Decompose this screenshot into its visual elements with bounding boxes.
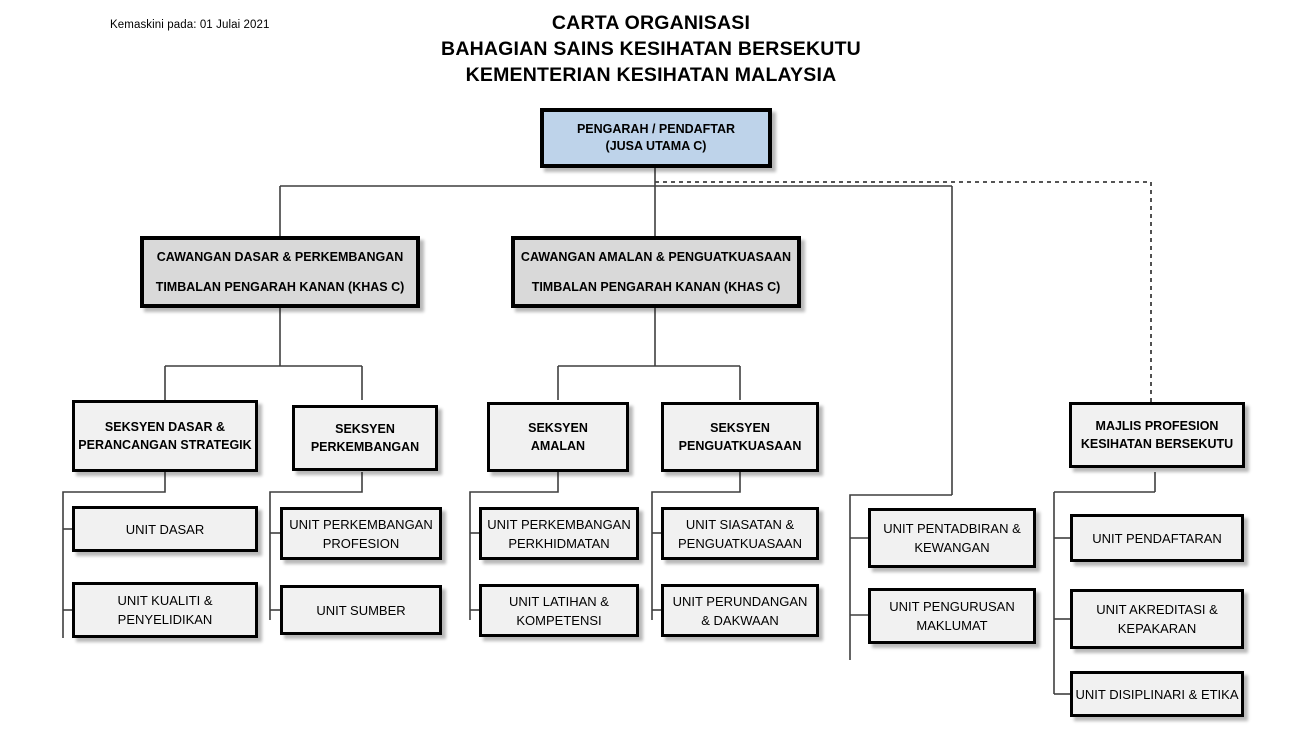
node-unit-dasar[interactable]: UNIT DASAR: [72, 506, 258, 552]
node-unit-pentadbiran-line2: KEWANGAN: [914, 540, 990, 555]
node-unit-kualiti-line1: UNIT KUALITI &: [117, 593, 213, 608]
node-unit-pengurusan[interactable]: UNIT PENGURUSAN MAKLUMAT: [868, 588, 1036, 644]
node-unit-pendaftaran[interactable]: UNIT PENDAFTARAN: [1070, 514, 1244, 562]
node-unit-siasatan[interactable]: UNIT SIASATAN & PENGUATKUASAAN: [661, 507, 819, 560]
node-unit-pendaftaran-line1: UNIT PENDAFTARAN: [1092, 530, 1222, 546]
title-line-1: CARTA ORGANISASI: [551, 12, 751, 34]
node-section-development[interactable]: SEKSYEN PERKEMBANGAN: [292, 405, 438, 471]
node-section-practice-line2: AMALAN: [530, 439, 586, 453]
node-unit-siasatan-line2: PENGUATKUASAAN: [677, 535, 802, 551]
last-updated-label: Kemaskini pada: 01 Julai 2021: [110, 19, 270, 31]
node-section-policy[interactable]: SEKSYEN DASAR & PERANCANGAN STRATEGIK: [72, 400, 258, 472]
node-branch-policy[interactable]: CAWANGAN DASAR & PERKEMBANGAN TIMBALAN P…: [140, 236, 420, 308]
node-unit-perkembangan-perkhidmatan-line2: PERKHIDMATAN: [508, 535, 610, 551]
node-unit-dasar-line1: UNIT DASAR: [125, 521, 205, 537]
page-title: CARTA ORGANISASI BAHAGIAN SAINS KESIHATA…: [0, 10, 1302, 88]
node-section-policy-line1: SEKSYEN DASAR &: [104, 420, 226, 434]
node-unit-perkembangan-profesion-line1: UNIT PERKEMBANGAN: [289, 516, 433, 532]
node-branch-policy-line1: CAWANGAN DASAR & PERKEMBANGAN: [156, 250, 404, 264]
node-branch-policy-line2: TIMBALAN PENGARAH KANAN (KHAS C): [155, 280, 405, 294]
node-unit-perkembangan-perkhidmatan-line1: UNIT PERKEMBANGAN: [487, 516, 631, 532]
node-unit-latihan-line1: UNIT LATIHAN &: [509, 593, 609, 609]
node-unit-latihan-line2: KOMPETENSI: [516, 612, 602, 628]
node-unit-akreditasi-line1: UNIT AKREDITASI &: [1096, 602, 1218, 617]
node-council-line1: MAJLIS PROFESION: [1095, 419, 1219, 433]
node-unit-pentadbiran[interactable]: UNIT PENTADBIRAN & KEWANGAN: [868, 508, 1036, 568]
node-section-enforcement-line1: SEKSYEN: [710, 421, 770, 435]
node-unit-perkembangan-profesion-line2: PROFESION: [322, 535, 400, 551]
node-unit-perundangan-line2: & DAKWAAN: [701, 612, 779, 628]
node-section-practice-line1: SEKSYEN: [528, 421, 588, 435]
node-council[interactable]: MAJLIS PROFESION KESIHATAN BERSEKUTU: [1069, 402, 1245, 468]
title-line-3: KEMENTERIAN KESIHATAN MALAYSIA: [465, 64, 837, 86]
title-line-2: BAHAGIAN SAINS KESIHATAN BERSEKUTU: [441, 38, 861, 60]
node-unit-akreditasi-line2: KEPAKARAN: [1117, 621, 1197, 636]
node-unit-latihan[interactable]: UNIT LATIHAN & KOMPETENSI: [479, 584, 639, 637]
node-section-development-line2: PERKEMBANGAN: [310, 440, 420, 454]
node-unit-perkembangan-perkhidmatan[interactable]: UNIT PERKEMBANGAN PERKHIDMATAN: [479, 507, 639, 560]
node-unit-disiplinari[interactable]: UNIT DISIPLINARI & ETIKA: [1070, 671, 1244, 717]
node-section-enforcement-line2: PENGUATKUASAAN: [678, 439, 802, 453]
node-unit-sumber-line1: UNIT SUMBER: [316, 602, 406, 618]
node-unit-perundangan-line1: UNIT PERUNDANGAN: [672, 593, 808, 609]
node-unit-perundangan[interactable]: UNIT PERUNDANGAN & DAKWAAN: [661, 584, 819, 637]
node-unit-akreditasi[interactable]: UNIT AKREDITASI & KEPAKARAN: [1070, 589, 1244, 649]
node-director[interactable]: PENGARAH / PENDAFTAR (JUSA UTAMA C): [540, 108, 772, 168]
node-section-enforcement[interactable]: SEKSYEN PENGUATKUASAAN: [661, 402, 819, 472]
node-council-line2: KESIHATAN BERSEKUTU: [1080, 437, 1234, 451]
node-branch-practice[interactable]: CAWANGAN AMALAN & PENGUATKUASAAN TIMBALA…: [511, 236, 801, 308]
node-section-practice[interactable]: SEKSYEN AMALAN: [487, 402, 629, 472]
node-branch-practice-line1: CAWANGAN AMALAN & PENGUATKUASAAN: [520, 250, 792, 264]
node-unit-disiplinari-line1: UNIT DISIPLINARI & ETIKA: [1075, 686, 1239, 702]
node-section-policy-line2: PERANCANGAN STRATEGIK: [78, 438, 252, 452]
node-unit-kualiti-line2: PENYELIDIKAN: [117, 612, 213, 627]
node-unit-pentadbiran-line1: UNIT PENTADBIRAN &: [883, 521, 1021, 536]
node-unit-siasatan-line1: UNIT SIASATAN &: [685, 516, 795, 532]
node-unit-pengurusan-line2: MAKLUMAT: [916, 618, 988, 633]
node-director-line2: (JUSA UTAMA C): [605, 139, 707, 153]
node-director-line1: PENGARAH / PENDAFTAR: [576, 122, 736, 136]
node-branch-practice-line2: TIMBALAN PENGARAH KANAN (KHAS C): [531, 280, 781, 294]
node-unit-perkembangan-profesion[interactable]: UNIT PERKEMBANGAN PROFESION: [280, 507, 442, 560]
node-section-development-line1: SEKSYEN: [335, 422, 395, 436]
node-unit-kualiti[interactable]: UNIT KUALITI & PENYELIDIKAN: [72, 582, 258, 638]
node-unit-sumber[interactable]: UNIT SUMBER: [280, 585, 442, 635]
node-unit-pengurusan-line1: UNIT PENGURUSAN: [889, 599, 1015, 614]
